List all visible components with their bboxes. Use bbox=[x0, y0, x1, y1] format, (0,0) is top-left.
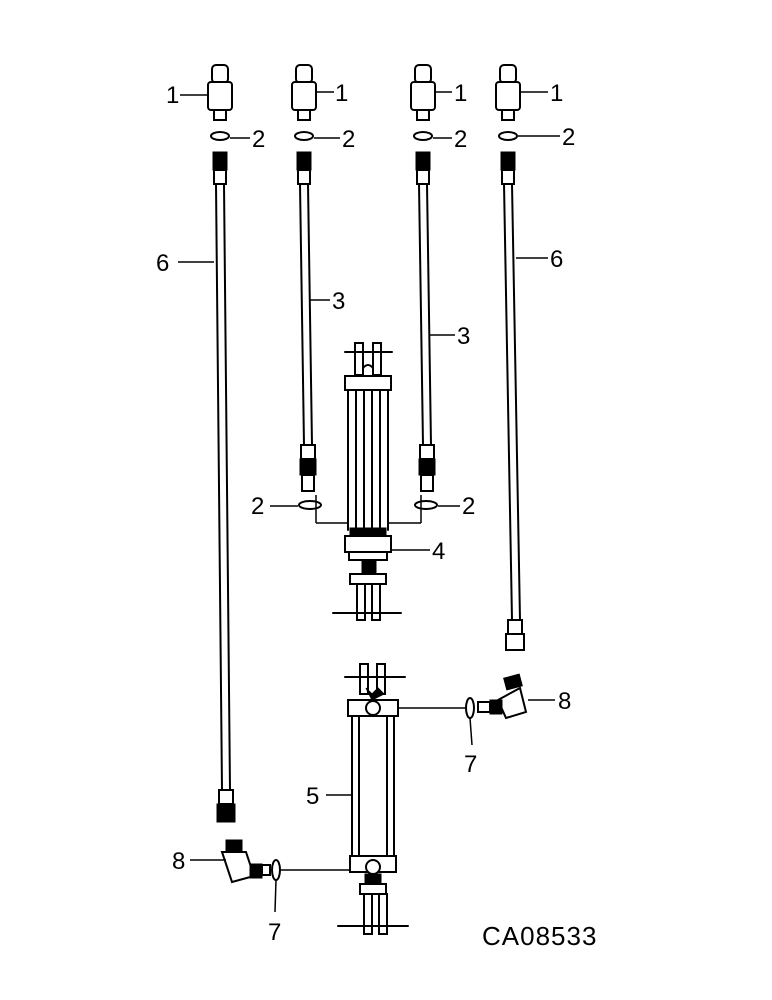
label-1-b: 1 bbox=[335, 80, 348, 107]
label-2-a: 2 bbox=[252, 126, 265, 153]
coupler-3 bbox=[410, 64, 436, 121]
hose-long-right bbox=[503, 183, 525, 651]
o-ring-mid-right bbox=[414, 500, 438, 510]
label-1-a: 1 bbox=[166, 82, 179, 109]
hose-fitting-top-2 bbox=[296, 151, 312, 185]
coupler-2 bbox=[291, 64, 317, 121]
cylinder-lower bbox=[276, 663, 470, 935]
label-4: 4 bbox=[432, 538, 445, 565]
label-3-b: 3 bbox=[457, 323, 470, 350]
o-ring-mid-left bbox=[298, 500, 322, 510]
label-1-d: 1 bbox=[550, 80, 563, 107]
label-2-f: 2 bbox=[462, 493, 475, 520]
coupler-4 bbox=[495, 64, 521, 121]
o-ring-top-4 bbox=[498, 131, 518, 141]
label-6-b: 6 bbox=[550, 246, 563, 273]
label-8-a: 8 bbox=[558, 688, 571, 715]
label-6-a: 6 bbox=[156, 250, 169, 277]
coupler-1 bbox=[207, 64, 233, 121]
hose-short-right bbox=[418, 183, 436, 492]
label-2-c: 2 bbox=[454, 126, 467, 153]
hose-fitting-top-1 bbox=[212, 151, 228, 185]
o-ring-top-3 bbox=[413, 131, 433, 141]
leader-lines bbox=[178, 91, 560, 913]
hose-short-left bbox=[299, 183, 317, 492]
label-5: 5 bbox=[306, 783, 319, 810]
elbow-left bbox=[220, 839, 271, 884]
cylinder-upper bbox=[315, 342, 422, 621]
elbow-right bbox=[477, 673, 528, 720]
label-7-a: 7 bbox=[464, 751, 477, 778]
label-2-e: 2 bbox=[251, 493, 264, 520]
label-3-a: 3 bbox=[332, 288, 345, 315]
label-2-b: 2 bbox=[342, 126, 355, 153]
hose-long-left bbox=[215, 183, 236, 823]
o-ring-7-left bbox=[271, 859, 281, 881]
part-labels: 1 1 1 1 2 2 2 2 2 2 3 3 4 5 6 6 7 7 8 8 bbox=[156, 80, 575, 946]
o-ring-top-1 bbox=[210, 131, 230, 141]
label-2-d: 2 bbox=[562, 124, 575, 151]
o-ring-top-2 bbox=[294, 131, 314, 141]
label-1-c: 1 bbox=[454, 80, 467, 107]
label-7-b: 7 bbox=[268, 919, 281, 946]
hose-fitting-top-3 bbox=[415, 151, 431, 185]
o-ring-7-right bbox=[465, 697, 475, 719]
label-8-b: 8 bbox=[172, 848, 185, 875]
diagram-reference-code: CA08533 bbox=[482, 921, 597, 951]
hose-fitting-top-4 bbox=[500, 151, 516, 185]
